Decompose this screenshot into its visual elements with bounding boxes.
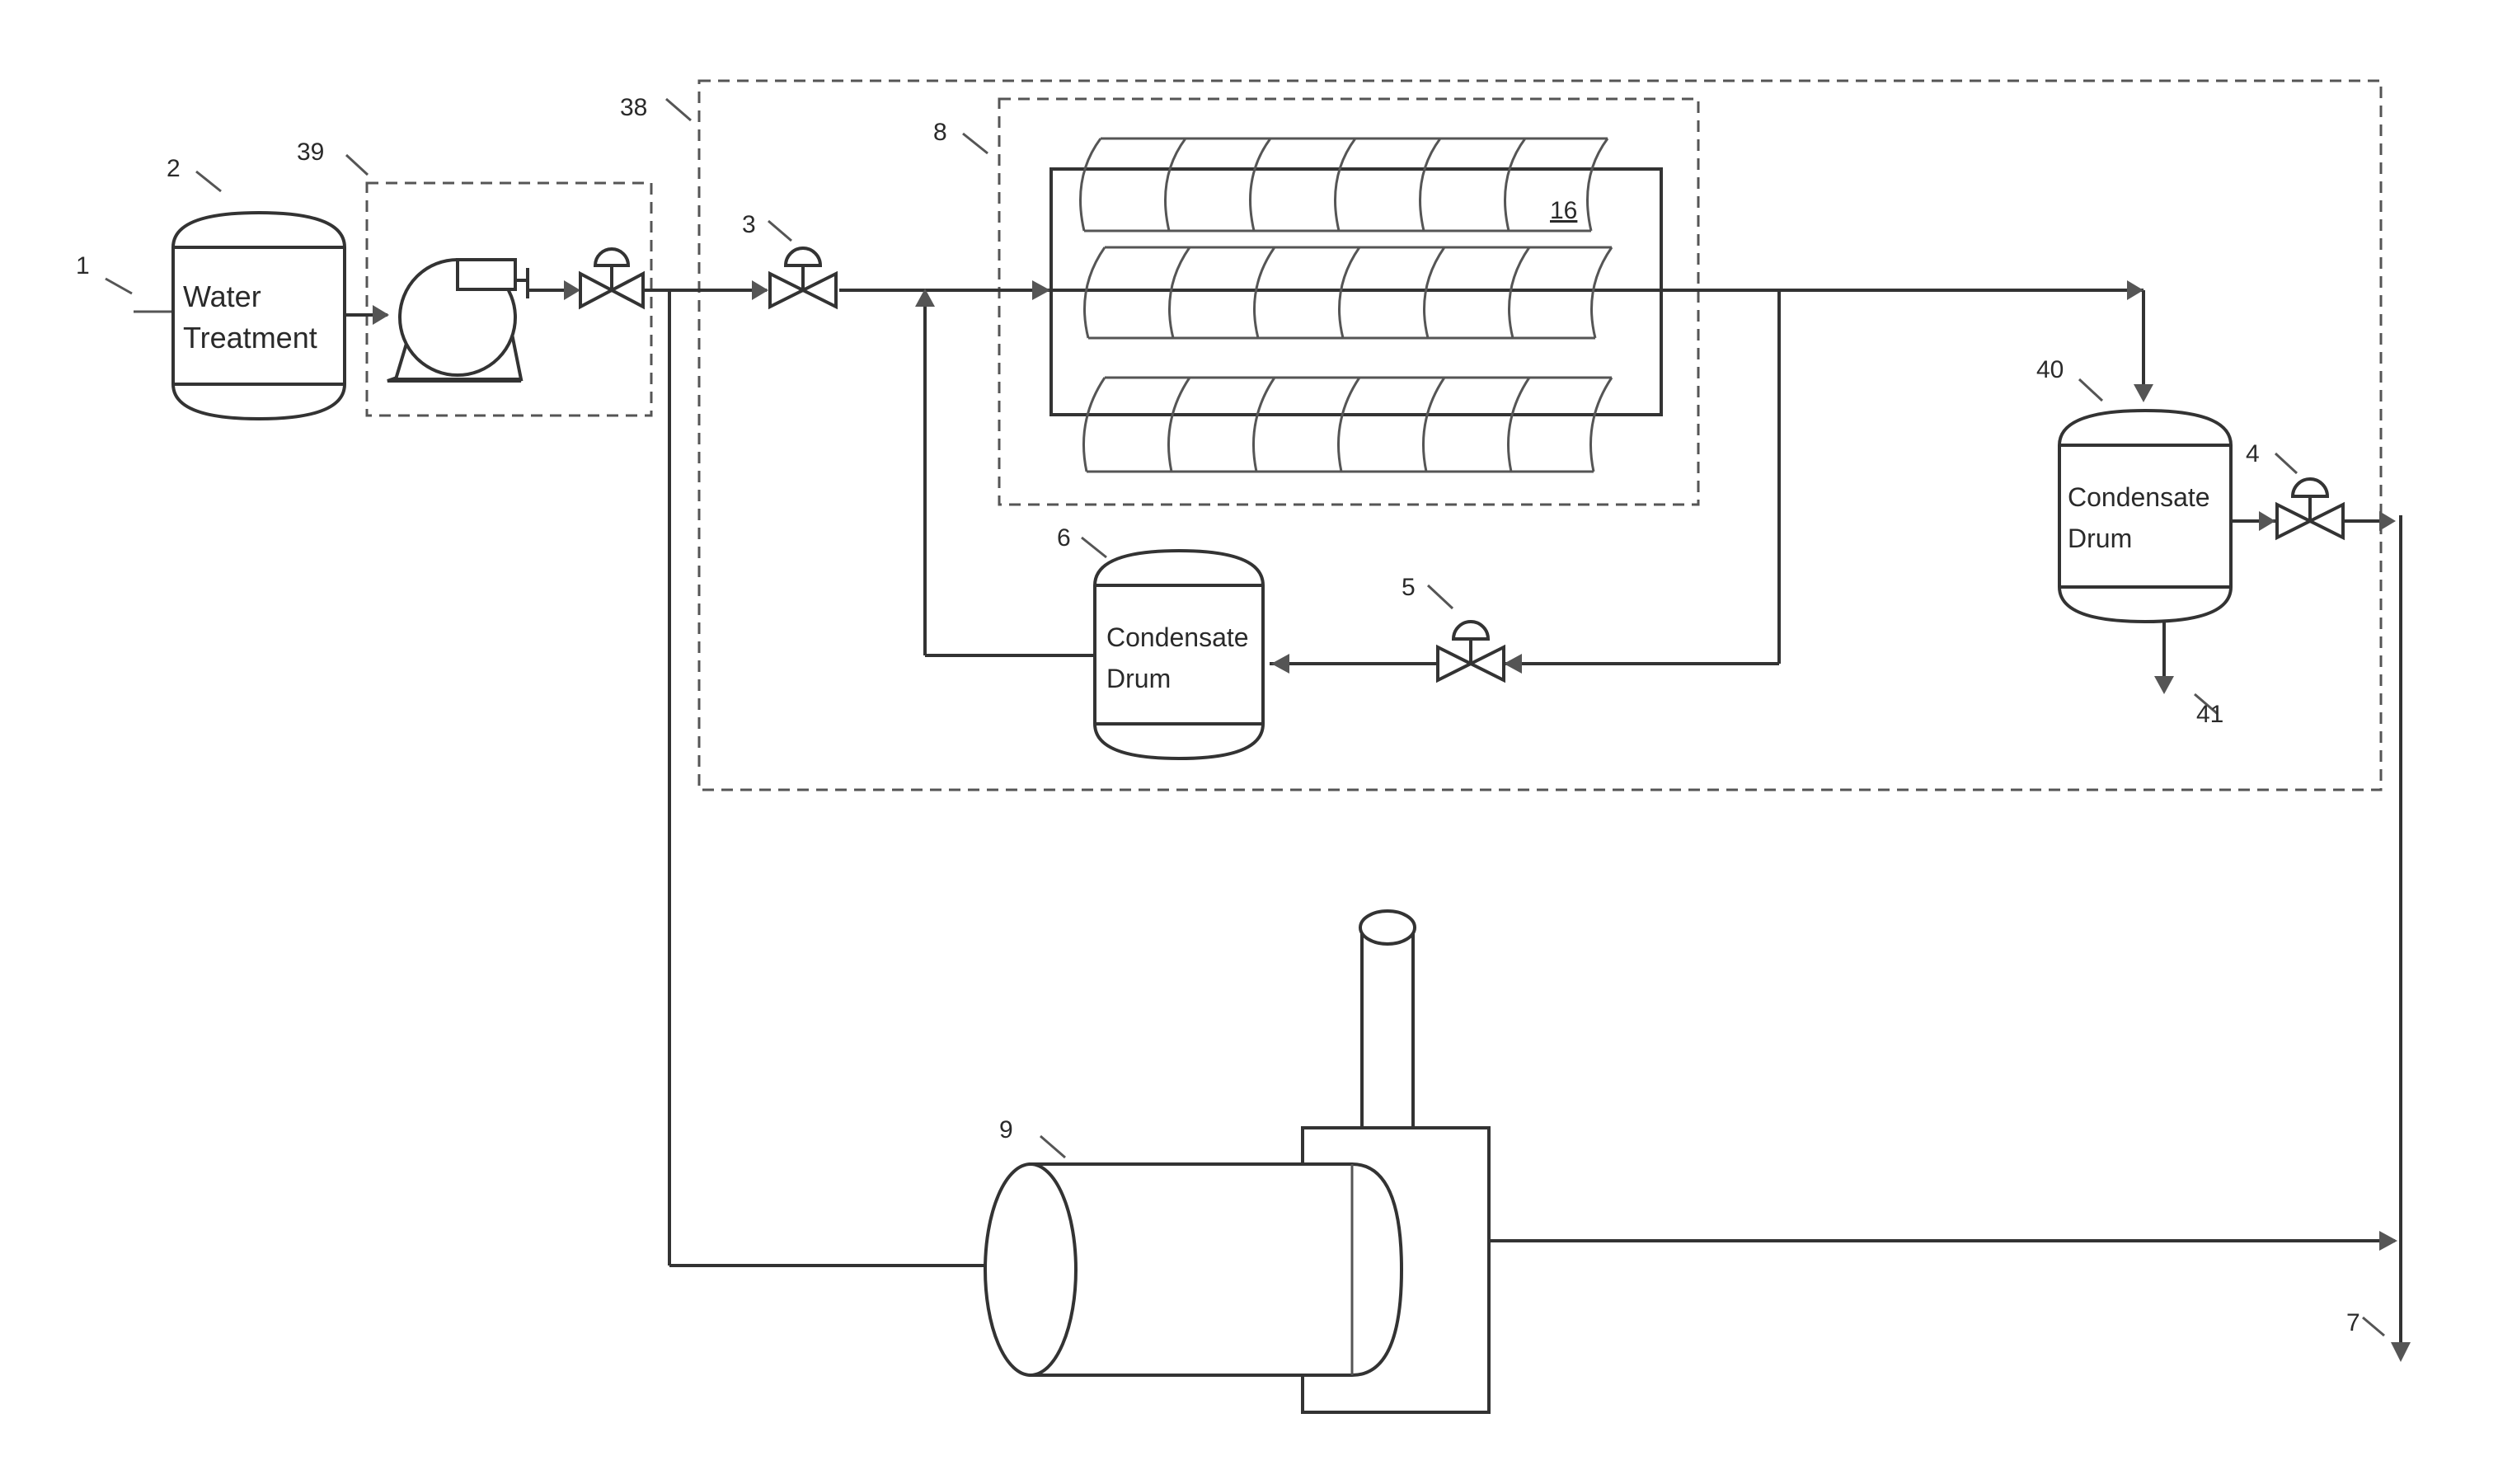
ref-3: 3 [742,211,756,238]
ref-5: 5 [1402,574,1416,601]
condensate-drum-40: Condensate Drum [2059,411,2231,622]
ref-39: 39 [297,139,324,166]
ref-40: 40 [2036,356,2064,383]
condensate-drum-40-label-line2: Drum [2068,524,2132,553]
solar-collector-field: 16 [1051,139,1661,472]
water-treatment-label-line2: Treatment [183,321,317,355]
control-valve-pump [580,249,643,307]
ref-7: 7 [2346,1309,2360,1336]
condensate-drum-6: Condensate Drum [1095,551,1263,758]
condensate-drum-6-label-line2: Drum [1106,664,1171,693]
water-treatment-tank: Water Treatment [173,213,345,419]
collector-row-middle [1085,247,1613,338]
ref-4: 4 [2246,440,2260,467]
collector-row-top [1081,139,1608,231]
water-treatment-label-line1: Water [183,279,261,313]
ref-2: 2 [167,155,181,182]
ref-6: 6 [1057,524,1071,552]
control-valve-4 [2277,479,2343,538]
ref-16: 16 [1550,197,1577,224]
ref-38: 38 [620,94,647,121]
centrifugal-pump [387,260,528,381]
control-valve-5 [1438,622,1504,680]
ref-41: 41 [2196,701,2223,728]
solar-field-boundary-8 [999,99,1698,505]
control-valve-3 [770,248,836,307]
ref-8: 8 [933,119,947,146]
condensate-drum-40-label-line1: Condensate [2068,482,2210,512]
condensate-drum-6-label-line1: Condensate [1106,622,1249,652]
ref-9: 9 [999,1116,1013,1144]
ref-1: 1 [76,252,90,279]
boiler [985,911,1489,1412]
collector-row-bottom [1083,378,1612,472]
